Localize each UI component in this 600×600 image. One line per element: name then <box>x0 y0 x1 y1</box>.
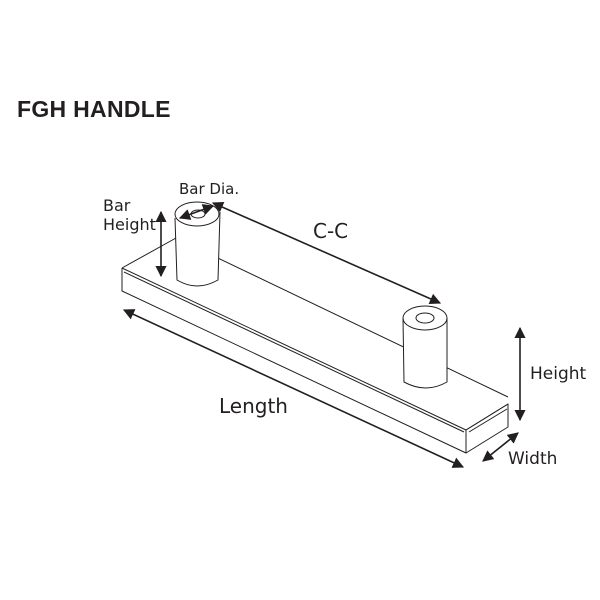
dimension-arrows <box>122 201 526 468</box>
bar-height-label-line2: Height <box>103 215 156 235</box>
bar-dia-label: Bar Dia. <box>179 180 240 198</box>
length-arrow <box>122 309 465 468</box>
width-arrow <box>482 432 519 462</box>
page-title: FGH HANDLE <box>17 96 171 122</box>
length-label: Length <box>219 394 288 418</box>
width-label: Width <box>508 449 558 469</box>
bar-height-label: Bar Height <box>103 196 156 234</box>
cc-label: C-C <box>313 219 349 243</box>
left-post <box>174 201 221 287</box>
height-label: Height <box>530 364 587 384</box>
right-post <box>402 305 448 389</box>
cc-arrow <box>211 201 442 305</box>
bar-height-label-line1: Bar <box>103 196 131 215</box>
bar-dia-arrow <box>178 204 215 220</box>
